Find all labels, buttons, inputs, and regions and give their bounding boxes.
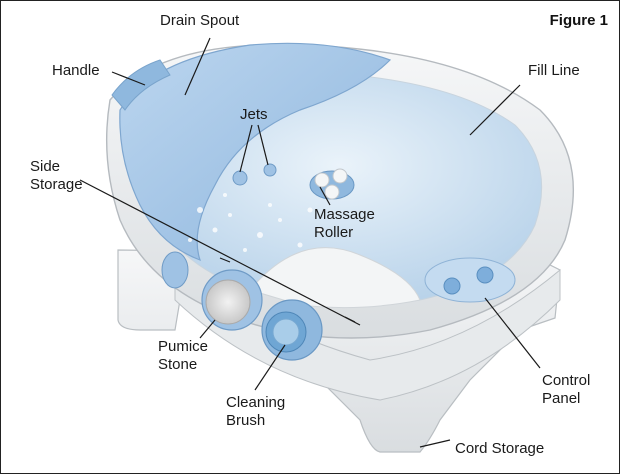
label-cord-storage: Cord Storage <box>455 440 544 458</box>
label-pumice-stone: Pumice Stone <box>158 338 208 374</box>
jet-left <box>233 171 247 185</box>
label-control-panel: Control Panel <box>542 372 590 408</box>
label-side-storage: Side Storage <box>30 158 83 194</box>
label-jets: Jets <box>240 106 268 124</box>
cleaning-brush-part <box>262 300 322 360</box>
label-massage-roller: Massage Roller <box>314 206 375 242</box>
figure-number: Figure 1 <box>550 12 608 29</box>
control-panel-part <box>425 258 515 302</box>
jet-right <box>264 164 276 176</box>
pumice-stone-part <box>202 270 262 330</box>
label-handle: Handle <box>52 62 100 80</box>
label-drain-spout: Drain Spout <box>160 12 239 30</box>
label-fill-line: Fill Line <box>528 62 580 80</box>
side-knob <box>162 252 188 288</box>
label-cleaning-brush: Cleaning Brush <box>226 394 285 430</box>
